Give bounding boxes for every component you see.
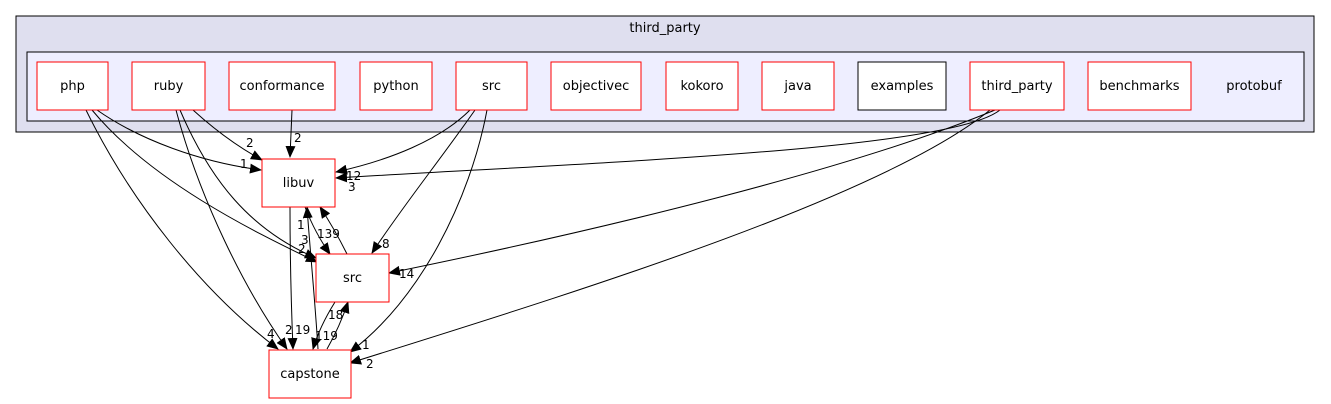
node-benchmarks-label: benchmarks: [1099, 79, 1179, 94]
edge-php-libuv: [96, 109, 262, 174]
node-libuv-label: libuv: [283, 176, 315, 191]
edge-label-srcpb-src: 8: [382, 237, 390, 251]
node-php[interactable]: php: [36, 61, 109, 111]
node-objectivec-label: objectivec: [563, 79, 630, 94]
edge-libuv-capstone: [287, 206, 298, 350]
cluster-third-party-label: third_party: [629, 21, 700, 36]
edge-src-libuv: [319, 206, 348, 255]
edge-label-tp-src: 14: [399, 267, 414, 281]
edge-label-srcpb-capstone: 1: [362, 338, 370, 352]
node-capstone[interactable]: capstone: [268, 349, 352, 399]
node-java[interactable]: java: [761, 61, 835, 111]
node-libuv[interactable]: libuv: [261, 158, 336, 208]
edge-label-src-libuv: 139: [317, 227, 340, 241]
edge-src-capstone: [311, 301, 336, 350]
node-examples[interactable]: examples: [857, 61, 947, 111]
edge-label-tp-libuv: 3: [348, 180, 356, 194]
node-conformance-label: conformance: [239, 79, 324, 94]
node-python[interactable]: python: [359, 61, 433, 111]
node-src-label: src: [343, 271, 362, 286]
node-kokoro-label: kokoro: [680, 79, 723, 94]
node-objectivec[interactable]: objectivec: [550, 61, 642, 111]
cluster-protobuf-label: protobuf: [1226, 79, 1282, 94]
node-third-party-protobuf-label: third_party: [981, 79, 1052, 94]
edge-tp-src: [388, 109, 996, 276]
node-python-label: python: [373, 79, 418, 94]
node-benchmarks[interactable]: benchmarks: [1087, 61, 1192, 111]
edges: [85, 109, 1001, 365]
edge-label-libuv-capstone: 2: [285, 323, 293, 337]
node-src[interactable]: src: [315, 253, 390, 303]
node-conformance[interactable]: conformance: [228, 61, 336, 111]
edge-label-php-libuv: 1: [240, 157, 248, 171]
edge-label-src-capstone: 119: [315, 329, 338, 343]
edge-label-php-capstone: 4: [267, 327, 275, 341]
node-ruby-label: ruby: [154, 79, 184, 94]
node-php-label: php: [60, 79, 85, 94]
edge-labels: 2 1 2 12 3 8 14 1 2 4 2 3 1 139 2 19 119…: [240, 131, 414, 371]
edge-label-ruby-src: 3: [301, 233, 309, 247]
node-examples-label: examples: [871, 79, 934, 94]
node-third-party-protobuf[interactable]: third_party: [969, 61, 1065, 111]
edge-capstone-libuv: [302, 206, 319, 350]
edge-label-conformance-libuv: 2: [294, 131, 302, 145]
node-kokoro[interactable]: kokoro: [665, 61, 739, 111]
edge-label-tp-capstone: 2: [366, 357, 374, 371]
edge-srcpb-src: [371, 109, 476, 254]
edge-capstone-src: [326, 301, 350, 350]
node-src-protobuf[interactable]: src: [455, 61, 528, 111]
edge-tp-capstone: [349, 109, 991, 365]
edge-srcpb-capstone: [349, 109, 488, 353]
node-src-protobuf-label: src: [482, 79, 501, 94]
edge-label-php-src: 2: [298, 242, 306, 256]
edge-ruby-capstone: [175, 109, 288, 350]
edge-ruby-src: [179, 109, 317, 259]
node-ruby[interactable]: ruby: [131, 61, 206, 111]
edge-srcpb-libuv: [335, 109, 471, 175]
edge-tp-libuv: [335, 109, 1001, 183]
edge-label-capstone-libuv: 19: [295, 323, 310, 337]
edge-conformance-libuv: [285, 109, 296, 158]
node-java-label: java: [783, 79, 811, 94]
edge-label-libuv-src: 1: [297, 218, 305, 232]
node-capstone-label: capstone: [280, 367, 339, 382]
edge-label-ruby-libuv: 2: [246, 136, 254, 150]
edge-ruby-libuv: [192, 109, 263, 161]
edge-label-srcpb-libuv: 12: [346, 169, 361, 183]
edge-label-capstone-src: 18: [328, 308, 343, 322]
edge-php-capstone: [85, 109, 279, 350]
